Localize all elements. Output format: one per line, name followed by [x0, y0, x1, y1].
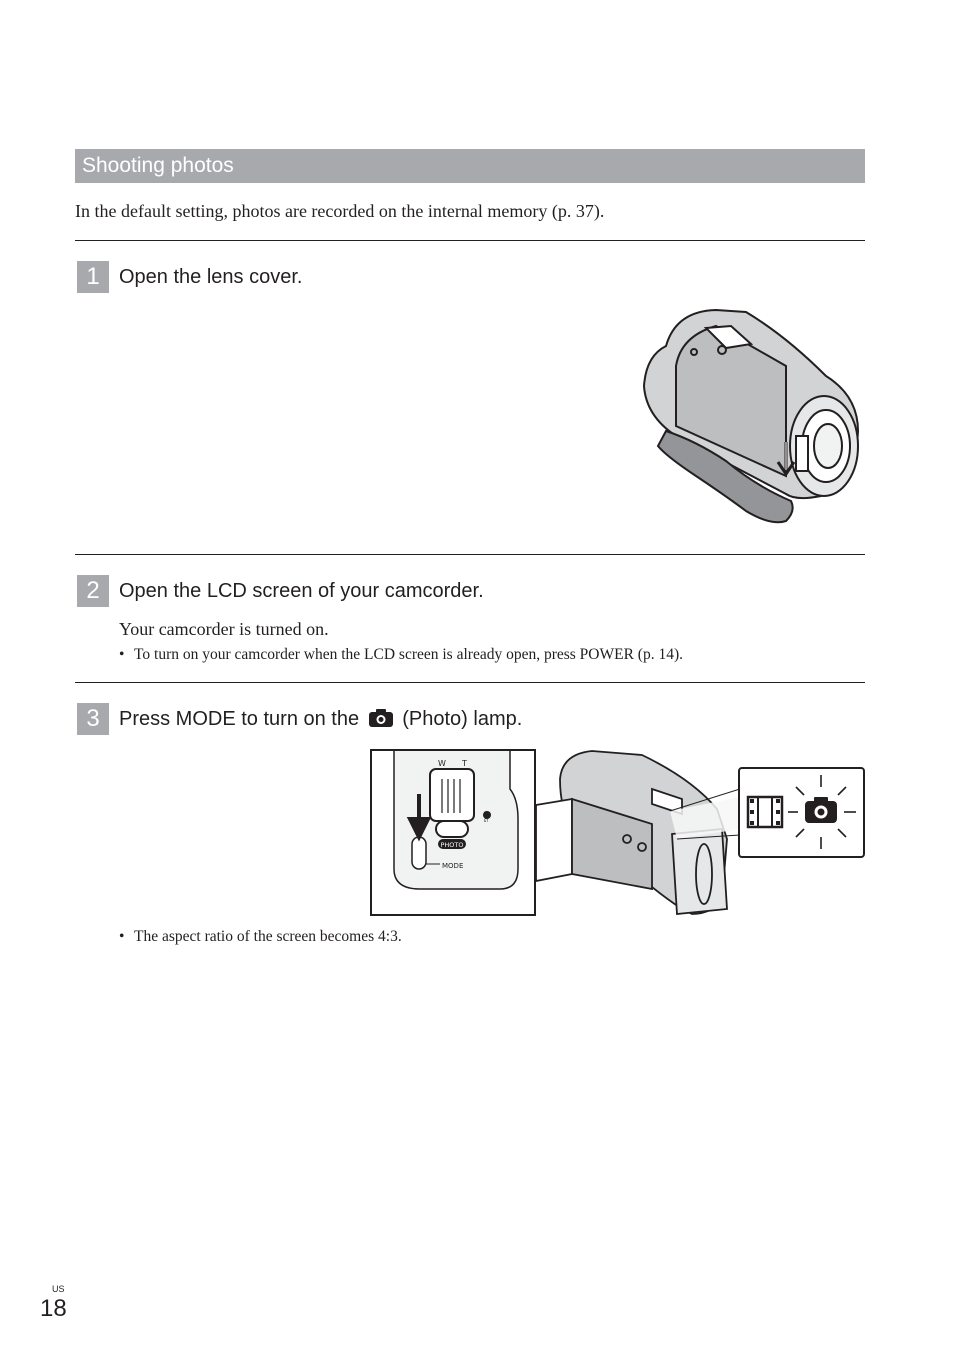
step-3-title-after: (Photo) lamp. — [402, 708, 523, 730]
step-2-title: Open the LCD screen of your camcorder. — [119, 580, 484, 602]
divider — [75, 682, 865, 683]
camcorder-lcd-open-illustration — [535, 750, 740, 915]
photo-label: PHOTO — [440, 841, 463, 849]
section-title: Shooting photos — [82, 154, 234, 177]
zoom-t-label: T — [461, 759, 467, 768]
page-number: 18 — [40, 1295, 67, 1322]
divider — [75, 554, 865, 555]
lit-camera-icon — [805, 797, 837, 823]
step-1-title: Open the lens cover. — [119, 266, 303, 288]
step-3-number: 3 — [77, 703, 109, 735]
step-2-body: Your camcorder is turned on. — [119, 619, 329, 639]
step-3-title: Press MODE to turn on the (Photo) lamp. — [119, 705, 522, 736]
bullet-icon: • — [119, 646, 125, 663]
step-2-bullet-text: To turn on your camcorder when the LCD s… — [134, 646, 684, 663]
camera-icon — [368, 708, 394, 736]
step-3-bullet-text: The aspect ratio of the screen becomes 4… — [134, 928, 402, 945]
section-header-bar — [75, 149, 865, 183]
bullet-icon: • — [119, 928, 125, 945]
camcorder-lens-cover-illustration — [642, 308, 860, 524]
step-3-title-before: Press MODE to turn on the — [119, 708, 360, 730]
zoom-w-label: W — [438, 759, 446, 768]
mode-button-closeup-illustration: PHOTO W T MODE CHG — [370, 749, 536, 916]
step-2-bullet: • To turn on your camcorder when the LCD … — [119, 645, 683, 665]
step-2-number: 2 — [77, 575, 109, 607]
movie-film-icon — [746, 795, 784, 829]
mode-label: MODE — [442, 862, 463, 870]
divider — [75, 240, 865, 241]
photo-lamp-closeup-illustration — [738, 767, 865, 858]
intro-text: In the default setting, photos are recor… — [75, 201, 605, 221]
region-code: US — [52, 1284, 65, 1294]
step-3-bullet: • The aspect ratio of the screen becomes … — [119, 927, 402, 947]
step-1-number: 1 — [77, 261, 109, 293]
